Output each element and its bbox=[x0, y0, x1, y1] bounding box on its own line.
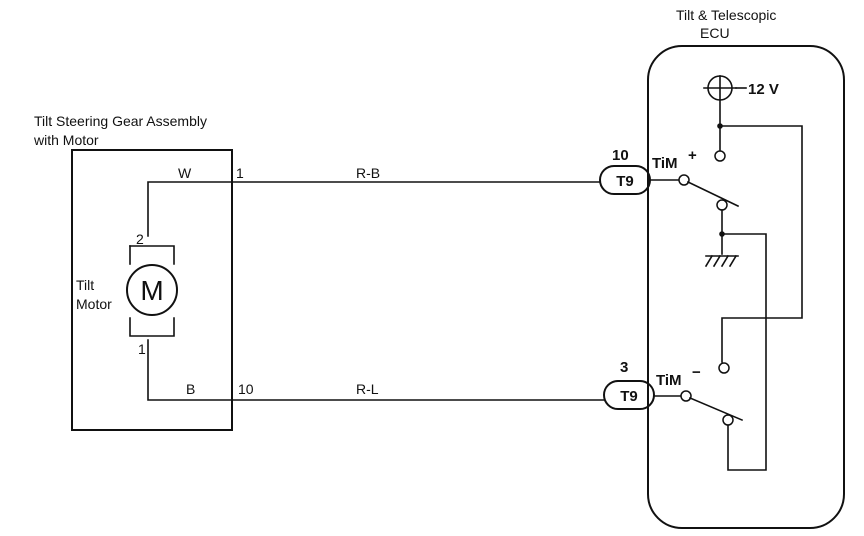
terminal-tim-plus-base: TiM bbox=[652, 155, 678, 172]
relay-upper-switch-arm bbox=[686, 180, 740, 208]
connector-bottom-name: T9 bbox=[620, 388, 638, 405]
ecu-title-line1: Tilt & Telescopic bbox=[676, 7, 776, 23]
connector-t9-bottom bbox=[603, 380, 655, 410]
harness-wire-rl-label: R-L bbox=[356, 381, 379, 397]
supply-cross-wire bbox=[719, 125, 803, 363]
relay-lower-contact-icon bbox=[718, 362, 730, 374]
connector-top-pin: 10 bbox=[612, 147, 629, 164]
motor-label-line1: Tilt bbox=[76, 277, 94, 293]
assembly-title-line1: Tilt Steering Gear Assembly bbox=[34, 113, 207, 129]
ground-icon bbox=[704, 254, 739, 268]
assembly-title-line2: with Motor bbox=[33, 132, 99, 148]
wire-color-w: W bbox=[178, 165, 192, 181]
tilt-motor: M bbox=[126, 245, 178, 337]
harness-wire-rb-label: R-B bbox=[356, 165, 380, 181]
ecu-title-line2: ECU bbox=[700, 25, 730, 41]
relay-lower-switch-arm bbox=[688, 396, 744, 422]
relay-lower-nc-contact-icon bbox=[722, 414, 734, 426]
terminal-tim-minus-base: TiM bbox=[656, 372, 682, 389]
ecu-box bbox=[647, 45, 845, 529]
motor-pin-2: 2 bbox=[136, 231, 144, 247]
relay-upper-nc-contact-icon bbox=[716, 199, 728, 211]
internal-wire-bottom bbox=[147, 339, 233, 401]
motor-label-line2: Motor bbox=[76, 296, 112, 312]
internal-wire-top bbox=[147, 181, 233, 237]
tim-plus-terminal-icon bbox=[678, 174, 690, 186]
motor-pin-1: 1 bbox=[138, 341, 146, 357]
terminal-tim-plus-sign: + bbox=[688, 147, 697, 164]
wire-color-b: B bbox=[186, 381, 195, 397]
connector-top-name: T9 bbox=[616, 173, 634, 190]
ground-cross-wire bbox=[721, 233, 767, 471]
relay-upper-contact-icon bbox=[714, 150, 726, 162]
terminal-tim-minus-sign: − bbox=[692, 364, 701, 381]
assembly-pin-10: 10 bbox=[238, 381, 254, 397]
tim-minus-terminal-icon bbox=[680, 390, 692, 402]
connector-bottom-pin: 3 bbox=[620, 359, 628, 376]
assembly-pin-1: 1 bbox=[236, 165, 244, 181]
motor-symbol-icon bbox=[126, 264, 178, 316]
gear-assembly-box bbox=[71, 149, 233, 431]
supply-voltage-label: 12 V bbox=[748, 81, 779, 98]
motor-symbol-letter: M bbox=[140, 275, 163, 306]
